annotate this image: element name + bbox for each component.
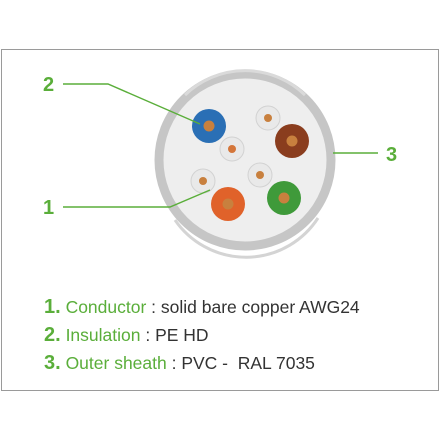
legend-term: Conductor [65,297,147,317]
legend-item-outer-sheath: 3. Outer sheath : PVC - RAL 7035 [44,349,360,377]
conductor-brown-white [264,114,272,122]
callout-2-label: 2 [43,74,54,96]
legend-separator: : [140,325,156,345]
pair-green [247,162,301,215]
outer-sheath [154,69,336,251]
conductor-orange-white [199,177,207,185]
legend-number: 1. [44,296,61,318]
callout-1-label: 1 [43,197,54,219]
legend-item-insulation: 2. Insulation : PE HD [44,321,360,349]
conductor-green-white [256,171,264,179]
pair-brown [255,105,309,158]
pair-orange [190,168,245,221]
conductor-green [278,192,290,204]
legend: 1. Conductor : solid bare copper AWG24 2… [44,293,360,377]
conductor-blue [203,120,215,132]
legend-term: Insulation [65,325,141,345]
conductor-blue-white [228,145,236,153]
callout-3-label: 3 [386,144,397,166]
sheath-inner-ring [173,217,320,259]
callout-2-leader [63,83,201,125]
pair-blue [192,109,245,162]
legend-term: Outer sheath [65,353,167,373]
legend-separator: : [146,297,161,317]
sheath-highlight [183,69,307,97]
conductor-orange [222,198,234,210]
legend-description: PE HD [155,325,209,345]
legend-number: 2. [44,324,61,346]
legend-separator: : [166,353,182,373]
legend-item-conductor: 1. Conductor : solid bare copper AWG24 [44,293,360,321]
conductor-brown [286,135,298,147]
legend-number: 3. [44,352,61,374]
legend-description: solid bare copper AWG24 [160,297,360,317]
callout-1-leader [63,189,211,208]
legend-description: PVC - RAL 7035 [181,353,315,373]
